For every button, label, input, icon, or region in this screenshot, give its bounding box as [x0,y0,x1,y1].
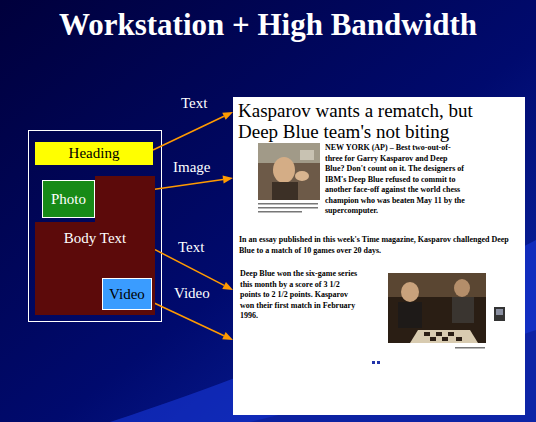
chess-match-photo [388,273,486,349]
edge-label: Text [181,95,207,111]
edge-label: Text [178,239,204,255]
arrow-line [155,250,224,286]
article-paragraph: Deep Blue won the six-game series this m… [240,269,358,322]
kasparov-photo [258,143,320,213]
slide-title: Workstation + High Bandwidth [0,7,536,43]
arrowhead [222,332,233,340]
arrow-line [153,116,224,150]
arrow-line [152,302,224,336]
article-paragraph: In an essay published in this week's Tim… [239,235,517,256]
arrowhead [223,176,233,184]
video-box: Video [102,278,152,310]
article-page: Kasparov wants a rematch, but Deep Blue … [233,97,525,415]
text-arrow [155,250,233,290]
region-label: Body Text [35,230,155,247]
text-arrow [153,112,233,150]
edge-label: Video [174,285,210,301]
headline: Kasparov wants a rematch, but Deep Blue … [238,100,502,142]
box-label: Heading [69,145,120,162]
video-icon [494,307,505,321]
arrowhead [222,112,233,120]
arrowhead [222,282,233,290]
article-sheet [233,97,525,415]
box-label: Photo [51,191,86,208]
link-marks [372,361,380,364]
video-arrow [152,302,233,340]
box-label: Video [109,286,145,303]
body-region-fill [35,176,155,315]
layout-frame [29,131,162,322]
heading-box: Heading [35,142,153,165]
edge-label: Image [173,159,210,175]
photo-box: Photo [42,180,95,218]
article-paragraph: NEW YORK (AP) – Best two-out-of-three fo… [325,143,465,217]
